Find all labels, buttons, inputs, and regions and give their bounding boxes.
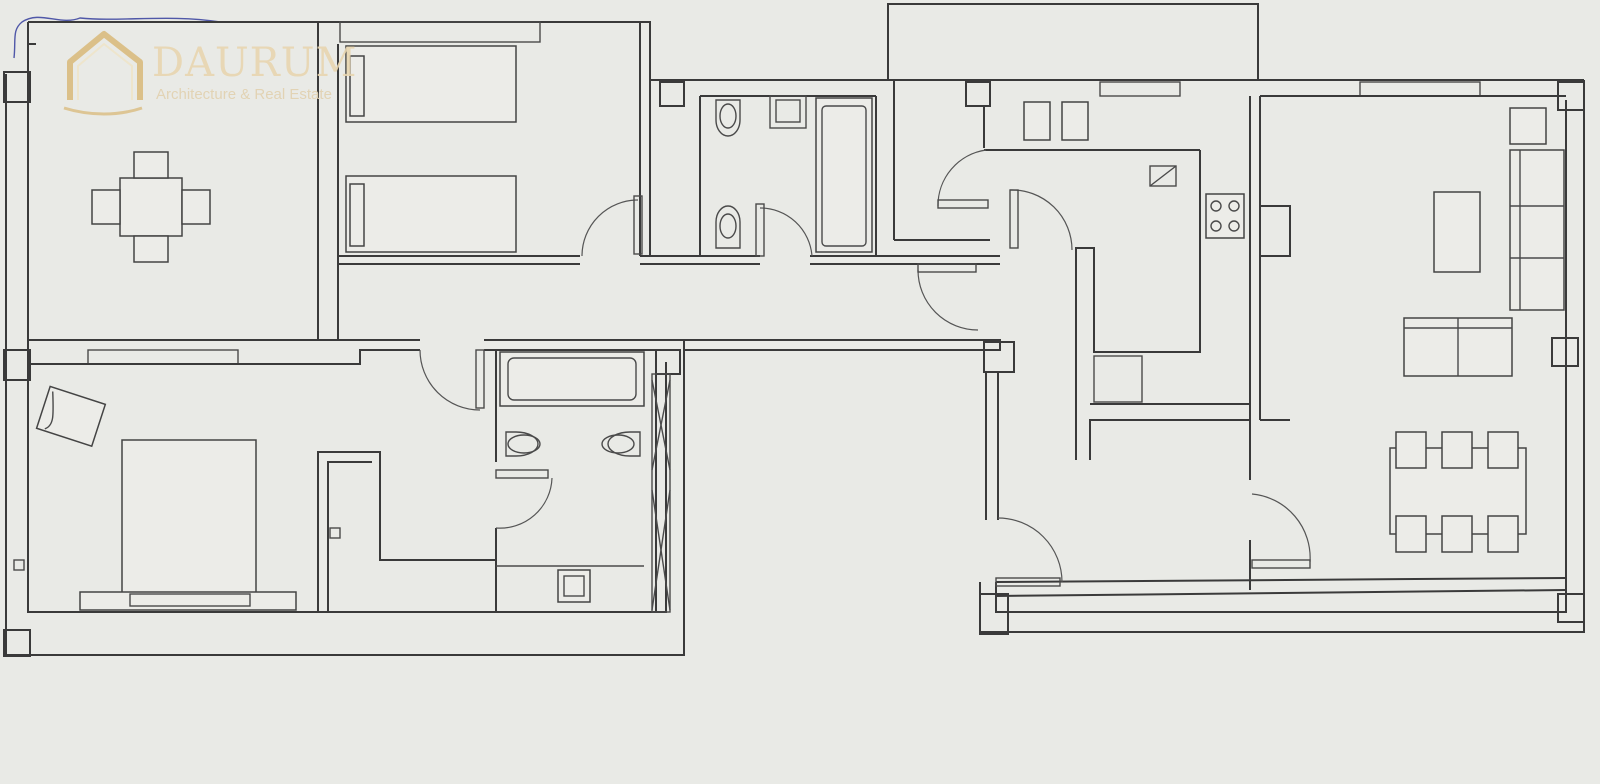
watermark-house-icon — [63, 31, 143, 116]
watermark-brand: DAURUM — [152, 40, 358, 86]
watermark-tagline: Architecture & Real Estate — [156, 86, 332, 103]
furniture — [13, 45, 1579, 611]
door-swings — [419, 149, 1311, 587]
outer-walls — [3, 3, 1585, 657]
pen-scribble — [13, 16, 221, 59]
interior-walls — [28, 22, 1566, 613]
